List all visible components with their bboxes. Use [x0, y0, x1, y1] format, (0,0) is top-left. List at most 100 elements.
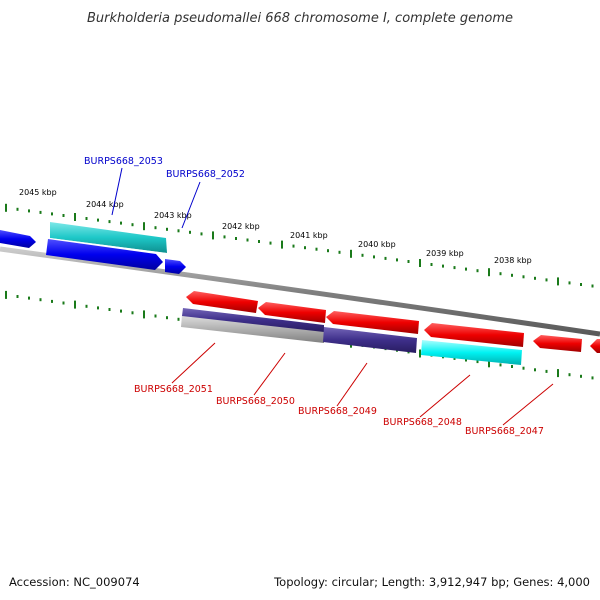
kbp-label: 2038 kbp	[494, 256, 532, 265]
gene-label[interactable]: BURPS668_2052	[166, 169, 245, 180]
minor-tick	[499, 272, 502, 276]
kbp-label: 2043 kbp	[154, 211, 192, 220]
reverse-gene[interactable]	[533, 335, 582, 352]
gene-label[interactable]: BURPS668_2051	[134, 384, 213, 395]
minor-tick	[62, 301, 65, 305]
minor-tick	[568, 281, 571, 285]
minor-tick	[522, 366, 525, 370]
gene-labels: BURPS668_2053 BURPS668_2052 BURPS668_205…	[84, 156, 544, 437]
forward-gene[interactable]	[165, 259, 186, 274]
minor-tick	[465, 267, 467, 271]
callout-line	[171, 342, 216, 384]
minor-tick	[327, 249, 329, 253]
minor-tick	[108, 220, 111, 224]
minor-tick	[407, 260, 410, 263]
minor-tick	[361, 253, 364, 257]
minor-tick	[28, 209, 30, 213]
minor-tick	[384, 256, 387, 260]
kbp-labels: 2045 kbp 2044 kbp 2043 kbp 2042 kbp 2041…	[19, 188, 532, 265]
minor-tick	[442, 264, 444, 268]
reverse-gene[interactable]	[186, 291, 258, 313]
major-tick	[281, 240, 283, 249]
reverse-gene[interactable]	[323, 327, 417, 353]
major-tick	[557, 277, 559, 286]
gene-label[interactable]: BURPS668_2048	[383, 417, 462, 428]
major-tick	[350, 249, 352, 258]
gene-label[interactable]: BURPS668_2047	[465, 426, 544, 437]
minor-tick	[545, 278, 548, 282]
gene-label[interactable]: BURPS668_2049	[298, 406, 377, 417]
minor-tick	[154, 314, 157, 318]
reverse-gene[interactable]	[326, 311, 419, 334]
reverse-strand-genes	[181, 291, 600, 365]
major-tick	[74, 213, 76, 221]
minor-tick	[246, 238, 249, 242]
major-tick	[143, 222, 145, 231]
minor-tick	[85, 304, 88, 308]
callout-line	[111, 167, 123, 216]
minor-tick	[476, 360, 479, 364]
forward-strand-genes	[0, 222, 186, 274]
minor-tick	[177, 317, 180, 321]
minor-tick	[131, 223, 134, 227]
major-tick	[557, 369, 559, 378]
minor-tick	[16, 207, 19, 211]
minor-tick	[97, 306, 99, 310]
minor-tick	[292, 244, 295, 248]
genome-summary-text: Topology: circular; Length: 3,912,947 bp…	[273, 575, 590, 589]
reverse-gene[interactable]	[182, 308, 324, 332]
minor-tick	[258, 240, 260, 243]
minor-tick	[315, 247, 318, 251]
minor-tick	[534, 276, 536, 280]
minor-tick	[39, 210, 42, 214]
minor-tick	[28, 296, 30, 300]
minor-tick	[580, 374, 582, 378]
major-tick	[5, 290, 7, 299]
reverse-gene[interactable]	[424, 323, 524, 347]
gene-label[interactable]: BURPS668_2050	[216, 396, 295, 407]
minor-tick	[499, 363, 502, 367]
minor-tick	[511, 273, 513, 277]
minor-tick	[62, 214, 65, 217]
minor-tick	[200, 232, 203, 236]
reverse-gene[interactable]	[258, 302, 326, 323]
reverse-gene[interactable]	[590, 339, 600, 353]
minor-tick	[373, 255, 375, 259]
minor-tick	[338, 250, 341, 254]
reverse-gene[interactable]	[421, 340, 522, 365]
forward-gene[interactable]	[46, 239, 163, 270]
kbp-label: 2045 kbp	[19, 188, 57, 197]
minor-tick	[166, 227, 168, 231]
reverse-gene[interactable]	[181, 315, 324, 343]
minor-tick	[453, 266, 456, 270]
forward-gene[interactable]	[0, 230, 36, 248]
kbp-label: 2042 kbp	[222, 222, 260, 231]
callout-line	[502, 383, 554, 426]
minor-tick	[580, 283, 582, 286]
minor-tick	[51, 299, 53, 303]
major-tick	[419, 259, 421, 267]
minor-tick	[189, 230, 191, 234]
minor-tick	[568, 373, 571, 377]
callout-lines	[111, 167, 554, 426]
minor-tick	[235, 237, 237, 240]
accession-text: Accession: NC_009074	[9, 575, 140, 589]
major-tick	[488, 268, 490, 277]
major-tick	[143, 310, 145, 319]
callout-line	[181, 181, 201, 229]
callout-line	[419, 374, 471, 418]
minor-tick	[430, 263, 433, 266]
minor-tick	[16, 295, 19, 298]
minor-tick	[39, 298, 42, 302]
forward-gene[interactable]	[50, 222, 167, 253]
callout-line	[336, 362, 368, 407]
minor-tick	[51, 212, 53, 216]
major-tick	[419, 349, 421, 358]
minor-tick	[453, 356, 456, 360]
gene-label[interactable]: BURPS668_2053	[84, 156, 163, 167]
minor-tick	[511, 365, 513, 368]
callout-line	[253, 352, 286, 396]
minor-tick	[465, 358, 467, 362]
minor-tick	[304, 246, 306, 250]
